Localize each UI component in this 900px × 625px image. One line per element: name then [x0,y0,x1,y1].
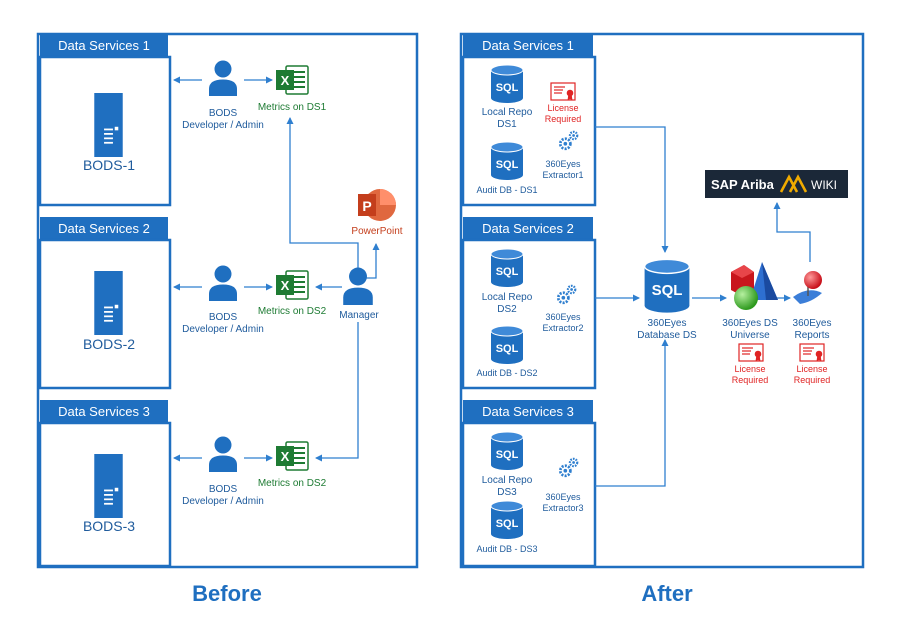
before-group-2-box [38,238,172,390]
before-group-2-header: Data Services 2 [58,221,150,236]
sql-label: SQL [496,343,519,355]
arrow-reports-to-wiki [773,202,811,262]
sql-label: SQL [496,159,519,171]
before-frame [36,32,419,569]
license-certificate-icon [799,343,825,363]
after-group-2-box [461,238,597,390]
excel-icon [276,270,309,300]
universe-icon [731,262,778,310]
after-connectors [595,126,811,487]
license-certificate-icon [738,343,764,363]
before-group-3-header: Data Services 3 [58,404,150,419]
after-group-1-box [461,55,597,207]
before-excel-2-label: Metrics on DS2 [258,306,327,317]
before-server-2-label: BODS-2 [83,336,135,352]
after-caption: After [641,581,693,606]
after-group-1-header-bar [463,34,593,57]
after-group-3-box [461,421,597,568]
ariba-sap-label: SAP Ariba [711,177,775,192]
ariba-wiki-label: WIKI [811,178,837,192]
after-frame [459,32,865,569]
sql-label: SQL [496,518,519,530]
sql-label: SQL [496,82,519,94]
arrow-manager-to-powerpoint [366,243,380,279]
sql-label: SQL [496,266,519,278]
manager-label: Manager [339,310,379,321]
before-server-3-label: BODS-3 [83,518,135,534]
person-icon [209,60,237,96]
before-group-2-header-bar [40,217,168,240]
server-icon [94,454,123,518]
after-group-3-header: Data Services 3 [482,404,574,419]
person-icon [209,436,237,472]
server-icon [94,271,123,335]
before-caption: Before [192,581,262,606]
reports-icon [793,271,822,304]
before-excel-1-label: Metrics on DS1 [258,102,327,113]
ariba-logo-icon [779,174,808,193]
excel-icon [276,441,309,471]
before-server-1-label: BODS-1 [83,157,135,173]
after-audit-2-label: Audit DB - DS2 [476,368,537,378]
arrow-ds3-to-database [595,339,669,487]
before-excel-3-label: Metrics on DS2 [258,478,327,489]
ariba-banner-bg [705,170,848,198]
powerpoint-label: PowerPoint [351,226,402,237]
after-group-3-header-bar [463,400,593,423]
before-group-3-header-bar [40,400,168,423]
after-group-1-header: Data Services 1 [482,38,574,53]
excel-icon [276,65,309,95]
license-certificate-icon [550,82,576,102]
after-audit-1-label: Audit DB - DS1 [476,185,537,195]
person-icon [209,265,237,301]
powerpoint-icon: P [358,189,396,221]
before-group-1-header: Data Services 1 [58,38,150,53]
before-connectors [173,76,380,462]
arrow-manager-to-excel1 [286,117,359,268]
arrow-manager-to-excel3 [315,322,359,462]
arrow-ds1-to-database [595,126,669,253]
after-audit-3-label: Audit DB - DS3 [476,544,537,554]
svg-text:P: P [362,198,371,214]
sql-label: SQL [496,449,519,461]
sap-ariba-wiki-banner: SAP Ariba WIKI [705,170,848,198]
manager-person-icon [343,267,373,305]
server-icon [94,93,123,157]
central-sql-label: SQL [652,282,683,299]
before-group-1-header-bar [40,34,168,57]
after-group-2-header-bar [463,217,593,240]
after-group-2-header: Data Services 2 [482,221,574,236]
